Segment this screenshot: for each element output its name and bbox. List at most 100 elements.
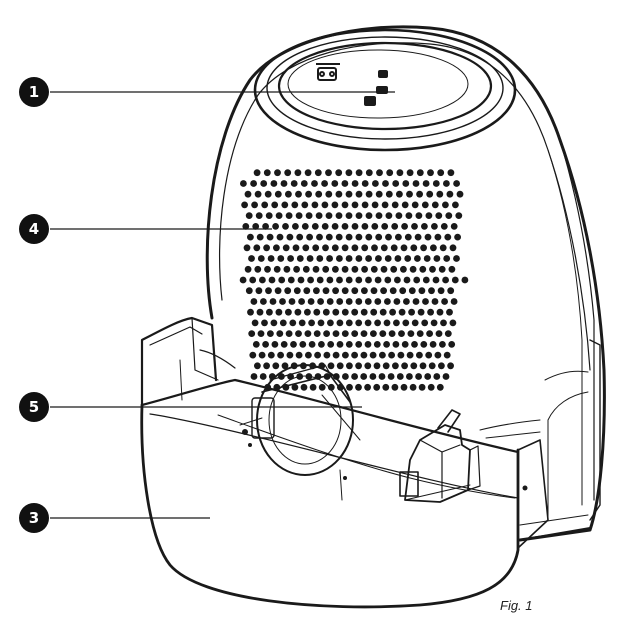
- grille-dot: [273, 265, 281, 273]
- grille-dot: [325, 233, 333, 241]
- grille-dot: [427, 169, 434, 177]
- grille-dot: [355, 276, 363, 284]
- grille-dot: [264, 190, 272, 198]
- grille-dot: [395, 233, 402, 241]
- grille-dot: [245, 287, 253, 295]
- grille-dot: [267, 330, 274, 337]
- grille-dot: [402, 319, 410, 327]
- grille-dot: [346, 362, 353, 370]
- grille-dot: [418, 383, 426, 391]
- grille-dot: [260, 180, 268, 187]
- grille-dot: [268, 276, 276, 284]
- grille-dot: [257, 255, 265, 262]
- grille-dot: [301, 201, 309, 209]
- grille-dot: [336, 341, 344, 348]
- grille-dot: [426, 330, 433, 337]
- grille-dot: [286, 351, 294, 359]
- grille-dot: [325, 190, 333, 198]
- grille-dot: [364, 362, 372, 370]
- grille-dot: [355, 341, 363, 348]
- grille-dot: [379, 308, 387, 316]
- grille-dot: [255, 287, 263, 295]
- front-grille: [239, 169, 469, 391]
- grille-dot: [296, 255, 304, 262]
- grille-dot: [294, 308, 302, 316]
- grille-dot: [385, 190, 393, 198]
- grille-dot: [248, 330, 256, 337]
- grille-dot: [274, 169, 281, 177]
- grille-dot: [316, 276, 324, 284]
- grille-dot: [425, 212, 433, 220]
- grille-dot: [282, 223, 289, 230]
- grille-dot: [430, 319, 438, 327]
- grille-dot: [369, 351, 377, 359]
- grille-dot: [322, 308, 330, 316]
- grille-dot: [424, 373, 432, 380]
- grille-dot: [355, 319, 363, 327]
- grille-dot: [365, 169, 373, 177]
- grille-dot: [243, 244, 251, 252]
- grille-dot: [407, 330, 415, 337]
- grille-dot: [336, 319, 344, 327]
- callout-number-4: 4: [29, 220, 39, 238]
- grille-dot: [341, 223, 349, 230]
- grille-dot: [336, 362, 344, 370]
- grille-dot: [415, 212, 423, 220]
- grille-dot: [285, 330, 293, 337]
- grille-dot: [251, 201, 258, 209]
- grille-dot: [396, 190, 403, 198]
- grille-dot: [401, 362, 408, 370]
- grille-dot: [361, 287, 368, 295]
- grille-dot: [461, 276, 469, 284]
- grille-dot: [331, 201, 339, 209]
- grille-dot: [416, 169, 424, 177]
- grille-dot: [406, 373, 413, 380]
- grille-dot: [388, 330, 396, 337]
- grille-dot: [271, 201, 279, 209]
- grille-dot: [389, 308, 396, 316]
- grille-dot: [332, 287, 339, 295]
- grille-dot: [408, 287, 416, 295]
- grille-dot: [390, 265, 398, 273]
- grille-dot: [365, 233, 373, 241]
- grille-dot: [331, 180, 339, 187]
- grille-dot: [370, 287, 378, 295]
- grille-dot: [416, 190, 423, 198]
- grille-dot: [380, 265, 388, 273]
- grille-dot: [446, 308, 453, 316]
- grille-dot: [455, 212, 463, 220]
- grille-dot: [438, 265, 446, 273]
- grille-dot: [401, 341, 409, 348]
- grille-dot: [391, 383, 399, 391]
- grille-dot: [265, 287, 272, 295]
- grille-dot: [428, 362, 436, 370]
- grille-dot: [306, 255, 314, 262]
- grille-dot: [298, 319, 306, 327]
- grille-dot: [421, 319, 429, 327]
- grille-dot: [385, 212, 393, 220]
- grille-dots: [239, 169, 469, 391]
- grille-dot: [404, 255, 412, 262]
- grille-dot: [286, 233, 294, 241]
- grille-dot: [429, 265, 436, 273]
- grille-dot: [446, 190, 454, 198]
- grille-dot: [370, 308, 378, 316]
- grille-dot: [301, 223, 309, 230]
- grille-dot: [317, 298, 324, 305]
- grille-dot: [263, 244, 270, 252]
- grille-dot: [364, 383, 371, 391]
- grille-dot: [442, 276, 449, 284]
- grille-dot: [290, 180, 298, 187]
- grille-dot: [335, 190, 343, 198]
- callout-leaders: [50, 91, 395, 519]
- grille-dot: [295, 190, 302, 198]
- grille-dot: [289, 319, 297, 327]
- grille-dot: [414, 255, 421, 262]
- grille-dot: [316, 255, 324, 262]
- grille-dot: [321, 201, 329, 209]
- grille-dot: [313, 308, 321, 316]
- grille-dot: [257, 330, 265, 337]
- grille-dot: [383, 319, 391, 327]
- grille-dot: [298, 298, 305, 305]
- grille-dot: [360, 351, 368, 359]
